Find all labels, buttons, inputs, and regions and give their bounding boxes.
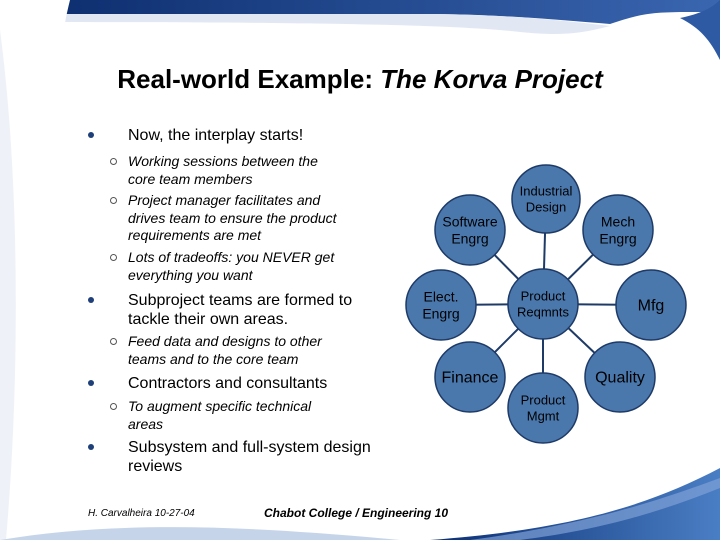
bullet-dot-icon: [88, 444, 94, 450]
node-mfg: Mfg: [615, 269, 687, 341]
subbullet-line: requirements are met: [128, 227, 262, 243]
subbullet-line: Feed data and designs to other: [128, 333, 322, 349]
node-label: Engrg: [451, 230, 488, 246]
node-circle: [434, 194, 506, 266]
node-quality: Quality: [584, 341, 656, 413]
subbullet-text: To augment specific technical areas: [128, 398, 311, 433]
subbullet-line: drives team to ensure the product: [128, 209, 337, 226]
bullet-text: Subproject teams are formed to tackle th…: [128, 291, 352, 329]
node-label: Product: [521, 393, 566, 408]
slide-title-plain: Real-world Example:: [117, 64, 373, 94]
bullet-dot-icon: [88, 132, 94, 138]
node-label: Finance: [442, 370, 499, 387]
circle-bullet-icon: [110, 254, 117, 261]
node-circle: [405, 269, 477, 341]
bullet-text: Subsystem and full-system design reviews: [128, 438, 371, 476]
subbullet-text: Feed data and designs to other teams and…: [128, 333, 322, 368]
node-label: Software: [442, 213, 497, 229]
footer-author: H. Carvalheira 10-27-04: [88, 508, 195, 519]
slide-title: Real-world Example: The Korva Project: [0, 64, 720, 95]
node-label: Mgmt: [527, 409, 560, 424]
footer-course: Chabot College / Engineering 10: [264, 506, 449, 520]
node-label: Quality: [595, 370, 645, 387]
subbullet-line: Project manager facilitates and: [128, 192, 321, 208]
circle-bullet-icon: [110, 197, 117, 204]
node-circle: [615, 269, 687, 341]
circle-bullet-icon: [110, 158, 117, 165]
node-label: Engrg: [599, 230, 636, 246]
bullet-line: tackle their own areas.: [128, 311, 289, 328]
bullet-line: reviews: [128, 458, 183, 475]
subbullet-line: everything you want: [128, 266, 253, 283]
bullet-text: Now, the interplay starts!: [128, 126, 303, 145]
bullet-line: Subsystem and full-system design: [128, 439, 371, 456]
bullet-line: Subproject teams are formed to: [128, 292, 353, 309]
subbullet-line: Working sessions between the: [128, 153, 318, 169]
bullet-text: Contractors and consultants: [128, 374, 327, 393]
subbullet-line: core team members: [128, 170, 253, 187]
node-circle: [507, 372, 579, 444]
subbullet-line: To augment specific technical: [128, 398, 312, 414]
diagram-nodes: ProductReqmntsIndustrialDesignSoftwareEn…: [405, 164, 687, 444]
bullet-dot-icon: [88, 297, 94, 303]
node-label: Design: [526, 200, 566, 215]
subbullet-line: areas: [128, 415, 164, 432]
circle-bullet-icon: [110, 338, 117, 345]
node-label: Mech: [601, 213, 635, 229]
node-circle: [582, 194, 654, 266]
bullet-line: Now, the interplay starts!: [128, 127, 304, 144]
node-finance: Finance: [434, 341, 506, 413]
node-circle: [507, 268, 579, 340]
node-circle: [511, 164, 581, 234]
node-circle: [584, 341, 656, 413]
subbullet-text: Lots of tradeoffs: you NEVER get everyth…: [128, 249, 334, 284]
bullet-line: Contractors and consultants: [128, 375, 328, 392]
bullet-dot-icon: [88, 380, 94, 386]
circle-bullet-icon: [110, 403, 117, 410]
subbullet-line: teams and to the core team: [128, 350, 299, 367]
subbullet-text: Working sessions between the core team m…: [128, 153, 318, 188]
node-label: Engrg: [422, 305, 459, 321]
subbullet-text: Project manager facilitates and drives t…: [128, 192, 337, 245]
node-circle: [434, 341, 506, 413]
node-label: Industrial: [520, 184, 573, 199]
slide-title-italic: The Korva Project: [380, 64, 603, 94]
node-label: Elect.: [423, 288, 458, 304]
node-label: Mfg: [638, 298, 665, 315]
node-label: Product: [521, 289, 566, 304]
node-elect: Elect.Engrg: [405, 269, 477, 341]
node-label: Reqmnts: [517, 305, 570, 320]
subbullet-line: Lots of tradeoffs: you NEVER get: [128, 249, 335, 265]
